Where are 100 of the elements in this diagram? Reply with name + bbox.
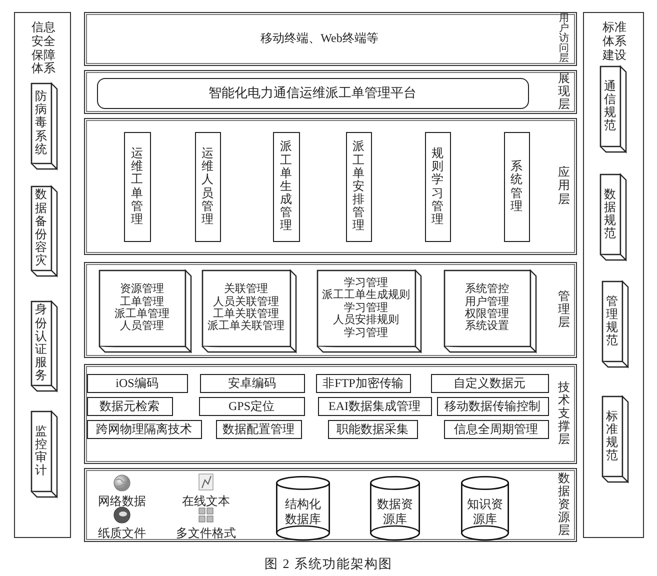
- module-box: [195, 132, 221, 242]
- module-box: [87, 420, 202, 439]
- module-box: [87, 374, 188, 393]
- module-item-text: 学习管理: [344, 326, 388, 340]
- module-item-text: 派工工单生成规则: [322, 289, 410, 302]
- module-block: [99, 270, 191, 352]
- module-label: 标准规范: [606, 410, 618, 462]
- database-label: 知识资源库: [466, 497, 504, 526]
- figure-caption: 图 2 系统功能架构图: [264, 555, 394, 573]
- module-label: 数据规范: [604, 188, 616, 240]
- module-label: 非FTP加密传输: [322, 375, 404, 391]
- module-block: [202, 270, 296, 352]
- module-label: 数据配置管理: [222, 421, 296, 437]
- database-label: 结构化数据库: [284, 497, 322, 526]
- module-block: [600, 174, 626, 260]
- module-block: [31, 83, 57, 169]
- module-item-text: 资源管理: [120, 283, 164, 296]
- module-label: GPS定位: [227, 398, 276, 414]
- layer-band: [84, 118, 577, 255]
- layer-label: 展现层: [558, 72, 570, 112]
- module-box: [318, 397, 432, 416]
- module-label: 智能化电力通信运维派工单管理平台: [208, 84, 418, 102]
- panel-title: 信息安全保障体系: [30, 21, 56, 76]
- module-box: [437, 397, 549, 416]
- module-block: [602, 281, 628, 367]
- module-label: 信息全周期管理: [453, 421, 539, 437]
- module-label: 数据备份容灾: [35, 188, 47, 268]
- module-item-text: 工单关联管理: [213, 308, 279, 320]
- resource-type-label: 网络数据: [97, 493, 147, 510]
- module-label: 监控审计: [35, 424, 47, 478]
- module-label: 运维人员管理: [202, 146, 214, 226]
- module-label: 派工单生成管理: [280, 140, 292, 233]
- module-item-text: 学习管理: [344, 276, 388, 289]
- module-label: 自定义数据元: [452, 375, 526, 391]
- module-label: 数据元检索: [98, 398, 160, 414]
- layer-band: [84, 364, 577, 464]
- module-label: 规则学习管理: [432, 146, 444, 226]
- layer-label: 用户访问层: [559, 14, 569, 64]
- layer-label: 应用层: [558, 166, 570, 206]
- module-item-text: 人员管理: [120, 320, 164, 333]
- layer-label: 数据资源层: [558, 472, 570, 538]
- module-label: 系统管理: [510, 160, 522, 213]
- panel-title: 标准体系建设: [602, 21, 628, 62]
- module-box: [444, 420, 549, 439]
- module-label: 运维工单管理: [131, 146, 143, 226]
- module-label: iOS编码: [114, 375, 160, 391]
- module-box: [504, 132, 530, 242]
- module-box: [87, 397, 173, 416]
- layer-band: [84, 262, 577, 358]
- module-item-text: 用户管理: [465, 296, 509, 308]
- module-label: 身份认证服务: [35, 303, 47, 383]
- layer-band: [84, 12, 577, 66]
- module-item-text: 系统设置: [465, 320, 509, 333]
- module-box: [199, 397, 305, 416]
- module-item-text: 派工单管理: [114, 308, 170, 320]
- module-item-text: 学习管理: [344, 302, 388, 314]
- layer-label: 技术支撑层: [558, 380, 570, 446]
- module-label: 通信规范: [604, 80, 616, 132]
- platform-box: [97, 78, 529, 109]
- module-box: [431, 374, 549, 393]
- module-label: 职能数据采集: [336, 421, 410, 437]
- module-label: 跨网物理隔离技术: [95, 421, 193, 437]
- layer-content-text: 移动终端、Web终端等: [260, 30, 380, 47]
- module-box: [328, 420, 418, 439]
- module-box: [273, 132, 300, 242]
- module-label: 管理规范: [606, 294, 618, 348]
- module-block: [31, 301, 57, 391]
- module-item-text: 工单管理: [120, 296, 164, 308]
- resource-type-label: 在线文本: [181, 493, 231, 510]
- database-label: 数据资源库: [376, 497, 414, 526]
- module-label: EAI数据集成管理: [328, 398, 422, 414]
- module-label: 防病毒系统: [35, 90, 47, 156]
- module-box: [124, 132, 151, 242]
- resource-type-label: 纸质文件: [97, 525, 147, 542]
- module-label: 安卓编码: [227, 375, 277, 391]
- module-item-text: 派工单关联管理: [208, 320, 284, 333]
- system-panel: [14, 12, 71, 538]
- resource-type-label: 多文件格式: [175, 525, 237, 542]
- module-item-text: 系统管控: [465, 283, 509, 296]
- module-box: [346, 132, 372, 242]
- module-label: 派工单安排管理: [352, 140, 364, 233]
- module-item-text: 关联管理: [224, 283, 268, 296]
- module-box: [316, 374, 411, 393]
- module-item-text: 权限管理: [465, 308, 509, 320]
- module-item-text: 人员关联管理: [213, 296, 279, 308]
- module-block: [600, 66, 626, 152]
- module-box: [425, 132, 451, 242]
- module-block: [317, 270, 421, 352]
- module-box: [200, 374, 305, 393]
- module-label: 移动数据传输控制: [444, 398, 542, 414]
- system-panel: [583, 12, 644, 538]
- module-block: [31, 186, 57, 276]
- module-block: [602, 396, 628, 482]
- layer-band: [84, 70, 577, 114]
- module-block: [31, 411, 57, 497]
- module-block: [444, 270, 536, 352]
- module-box: [216, 420, 302, 439]
- layer-band: [84, 468, 577, 542]
- layer-label: 管理层: [558, 290, 570, 330]
- module-item-text: 人员安排规则: [333, 314, 399, 327]
